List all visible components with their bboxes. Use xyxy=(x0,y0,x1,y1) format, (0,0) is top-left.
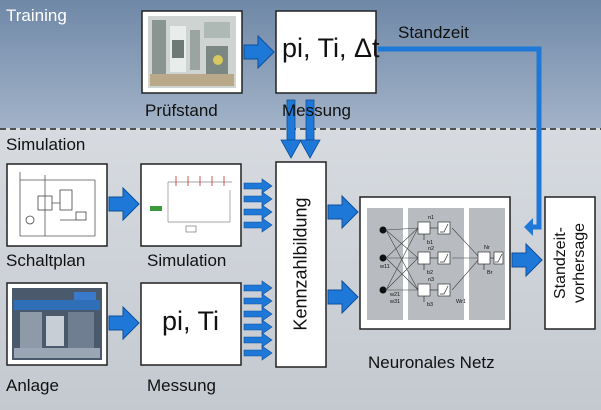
standzeit-line xyxy=(378,46,542,230)
arrows-simulation-to-kennzahl xyxy=(243,178,273,233)
kennzahl-box xyxy=(275,161,327,368)
nn-label-b2: b2 xyxy=(427,270,433,276)
output-label-line1: Standzeit- xyxy=(552,226,569,300)
nn-label-w31: w31 xyxy=(389,299,400,305)
nn-label-nr: Nr xyxy=(484,245,490,251)
training-measure-box xyxy=(275,10,377,94)
standzeit-arrowhead xyxy=(524,218,533,236)
nn-label-w21: w21 xyxy=(389,292,400,298)
section-title-simulation: Simulation xyxy=(6,135,86,154)
arrow-schaltplan-to-simulation xyxy=(108,186,140,222)
down-arrows xyxy=(280,99,321,159)
nn-label-wr1: Wr1 xyxy=(456,299,466,305)
arrow-anlage-to-messung xyxy=(108,305,140,341)
anlage-photo xyxy=(6,282,108,366)
simulation-messung-label: Messung xyxy=(147,376,216,395)
anlage-measure-formula: pi, Ti xyxy=(162,306,220,336)
section-title-training: Training xyxy=(6,6,67,25)
output-label: Standzeit- vorhersage xyxy=(551,223,589,303)
arrow-pruefstand-to-messung xyxy=(243,34,275,70)
pruefstand-label: Prüfstand xyxy=(145,101,218,120)
arrows-messung-to-kennzahl xyxy=(243,280,273,361)
simulation-label: Simulation xyxy=(147,251,227,270)
arrow-kennzahl-to-nn-2 xyxy=(327,279,359,315)
training-messung-label: Messung xyxy=(282,101,351,120)
nn-label-br: Br xyxy=(487,270,493,276)
schaltplan-label: Schaltplan xyxy=(6,251,86,270)
arrow-kennzahl-to-nn-1 xyxy=(327,194,359,230)
nn-label-n3: n3 xyxy=(428,277,434,283)
nn-label-w11: w11 xyxy=(379,264,390,270)
nn-label-b1: b1 xyxy=(427,240,433,246)
standzeit-label: Standzeit xyxy=(398,23,469,42)
anlage-measure-box xyxy=(140,282,242,366)
pruefstand-photo xyxy=(141,10,243,94)
nn-label-n2: n2 xyxy=(428,246,434,252)
training-measure-formula: pi, Ti, Δt xyxy=(282,33,380,63)
output-label-line2: vorhersage xyxy=(571,222,588,304)
nn-label: Neuronales Netz xyxy=(368,353,495,372)
arrow-nn-to-output xyxy=(511,242,543,278)
kennzahl-label: Kennzahlbildung xyxy=(290,197,311,331)
schaltplan-image xyxy=(6,163,108,247)
neural-network-figure: n1 n2 n3 Nr b1 b2 b3 Br w11 w21 w31 Wr1 xyxy=(359,196,511,330)
simulation-image xyxy=(140,163,242,247)
nn-label-n1: n1 xyxy=(428,215,434,221)
anlage-label: Anlage xyxy=(6,376,59,395)
nn-label-b3: b3 xyxy=(427,302,433,308)
output-box xyxy=(544,196,596,330)
